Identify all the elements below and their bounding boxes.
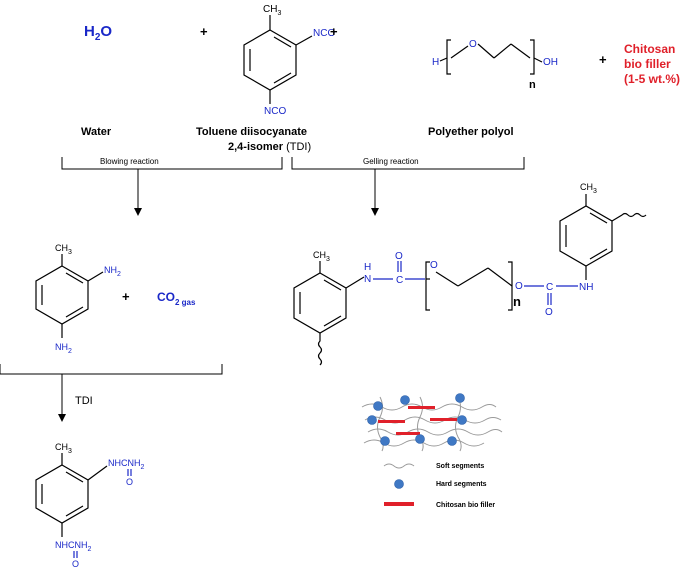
diamine-inner-2 [65, 272, 84, 284]
urethane-o-right: O [515, 281, 523, 292]
urea-o-bottom: O [72, 559, 79, 569]
plus-sign: + [200, 24, 208, 39]
urethane-left-inner-3 [323, 315, 342, 327]
diamine-inner-3 [65, 306, 84, 318]
legend-soft: Soft segments [436, 463, 484, 470]
urea-methyl-label: CH3 [55, 442, 72, 455]
gelling-label: Gelling reaction [363, 157, 419, 166]
tdi-methyl-label: CH3 [263, 4, 281, 17]
urethane-chain-3 [487, 267, 513, 287]
legend-hard: Hard segments [436, 481, 487, 488]
urethane-n-left: N [364, 274, 371, 285]
urea-molecule: CH3 NHCNH2 O NHCNH2 O [35, 442, 145, 569]
foam-network-illustration [361, 393, 503, 452]
diamine-nh2-bond-top [87, 271, 104, 282]
urea-bond-top [87, 465, 108, 481]
diamine-nh2-top: NH2 [104, 265, 121, 278]
tdi-isomer-label: 2,4-isomer (TDI) [228, 141, 311, 153]
tdi-molecule: CH3 NCO NCO [243, 4, 335, 117]
urethane-o-chain: O [430, 260, 438, 271]
legend: Soft segments Hard segments Chitosan bio… [383, 463, 495, 509]
urethane-right-inner-2 [589, 212, 608, 224]
chitosan-filler-swatch [384, 502, 414, 506]
tdi-label: Toluene diisocyanate [196, 126, 307, 138]
diamine-nh2-bottom: NH2 [55, 342, 72, 355]
polyol-bracket-left [446, 39, 451, 75]
polyol-bond-3 [493, 43, 512, 59]
urethane-nh-right: NH [579, 282, 593, 293]
polyol-n: n [529, 79, 536, 91]
urea-ring [35, 464, 89, 524]
polyol-molecule: H O OH n [432, 39, 558, 91]
water-molecule: H2O [84, 23, 112, 43]
diamine-methyl-label: CH3 [55, 243, 72, 256]
chitosan-label: Chitosan bio filler (1-5 wt.%) [624, 42, 680, 86]
polyol-bond-4 [510, 43, 531, 59]
polyol-o: O [469, 39, 477, 50]
urethane-right-inner-3 [589, 248, 608, 260]
urethane-c-left: C [396, 275, 403, 286]
tdi-nco-bottom: NCO [264, 106, 286, 117]
urethane-left-inner-2 [323, 279, 342, 291]
svg-text:H2O: H2O [84, 23, 112, 43]
co2-gas-label: CO2 gas [157, 290, 196, 307]
urethane-left-ring [293, 272, 347, 334]
legend-filler: Chitosan bio filler [436, 502, 495, 509]
diamine-molecule: CH3 NH2 NH2 [35, 243, 121, 355]
polyol-bracket-right [530, 39, 535, 75]
urethane-chain-1 [435, 271, 459, 287]
urea-group-top: NHCNH2 [108, 458, 145, 471]
urethane-bond-n-left [345, 276, 365, 289]
hard-segment-dots [367, 393, 467, 446]
tdi-step-bracket: TDI [0, 364, 223, 422]
urethane-o-left: O [395, 251, 403, 262]
svg-text:Chitosan: Chitosan [624, 42, 675, 56]
urethane-left-wavy [317, 333, 323, 366]
tdi-inner-bond-3 [273, 72, 292, 84]
polyol-bond-2 [477, 43, 495, 59]
urethane-molecule: CH3 N H C O O n O C O NH [293, 182, 647, 366]
urethane-bracket-right [508, 261, 513, 311]
urethane-right-wavy [611, 212, 647, 222]
svg-text:(1-5 wt.%): (1-5 wt.%) [624, 72, 680, 86]
urea-inner-3 [65, 505, 84, 517]
urethane-bracket-left [425, 261, 430, 311]
hard-segment-swatch [394, 479, 404, 489]
blowing-bracket: Blowing reaction [61, 157, 283, 216]
diamine-ring [35, 265, 89, 325]
water-label: Water [81, 126, 112, 138]
plus-sign: + [122, 289, 130, 304]
chitosan-filler-bars [378, 406, 457, 435]
svg-text:bio filler: bio filler [624, 57, 671, 71]
tdi-nco-bond-top [295, 35, 313, 46]
urea-o-top: O [126, 477, 133, 487]
urethane-methyl-right: CH3 [580, 182, 597, 195]
soft-segment-swatch [383, 463, 415, 469]
tdi-nco-top: NCO [313, 28, 335, 39]
polyol-h: H [432, 57, 439, 68]
polyol-bond-1 [450, 45, 469, 59]
blowing-label: Blowing reaction [100, 157, 159, 166]
urethane-chain-2 [457, 267, 489, 287]
polyol-label: Polyether polyol [428, 126, 514, 138]
urethane-c-right: C [546, 282, 553, 293]
polyol-bond-oh [533, 57, 543, 63]
urethane-n: n [513, 294, 521, 309]
polyol-bond-h [439, 57, 448, 62]
urea-group-bottom: NHCNH2 [55, 540, 92, 553]
urea-inner-2 [65, 471, 84, 483]
plus-sign: + [330, 24, 338, 39]
polyol-oh: OH [543, 57, 558, 68]
urethane-methyl-left: CH3 [313, 250, 330, 263]
tdi-step-label: TDI [75, 395, 93, 407]
plus-sign: + [599, 52, 607, 67]
gelling-bracket: Gelling reaction [291, 157, 525, 216]
urethane-h-left: H [364, 262, 371, 273]
urethane-o-right-bottom: O [545, 307, 553, 318]
tdi-inner-bond-2 [273, 36, 292, 48]
tdi-ring [243, 29, 297, 91]
urethane-right-ring [559, 205, 613, 267]
